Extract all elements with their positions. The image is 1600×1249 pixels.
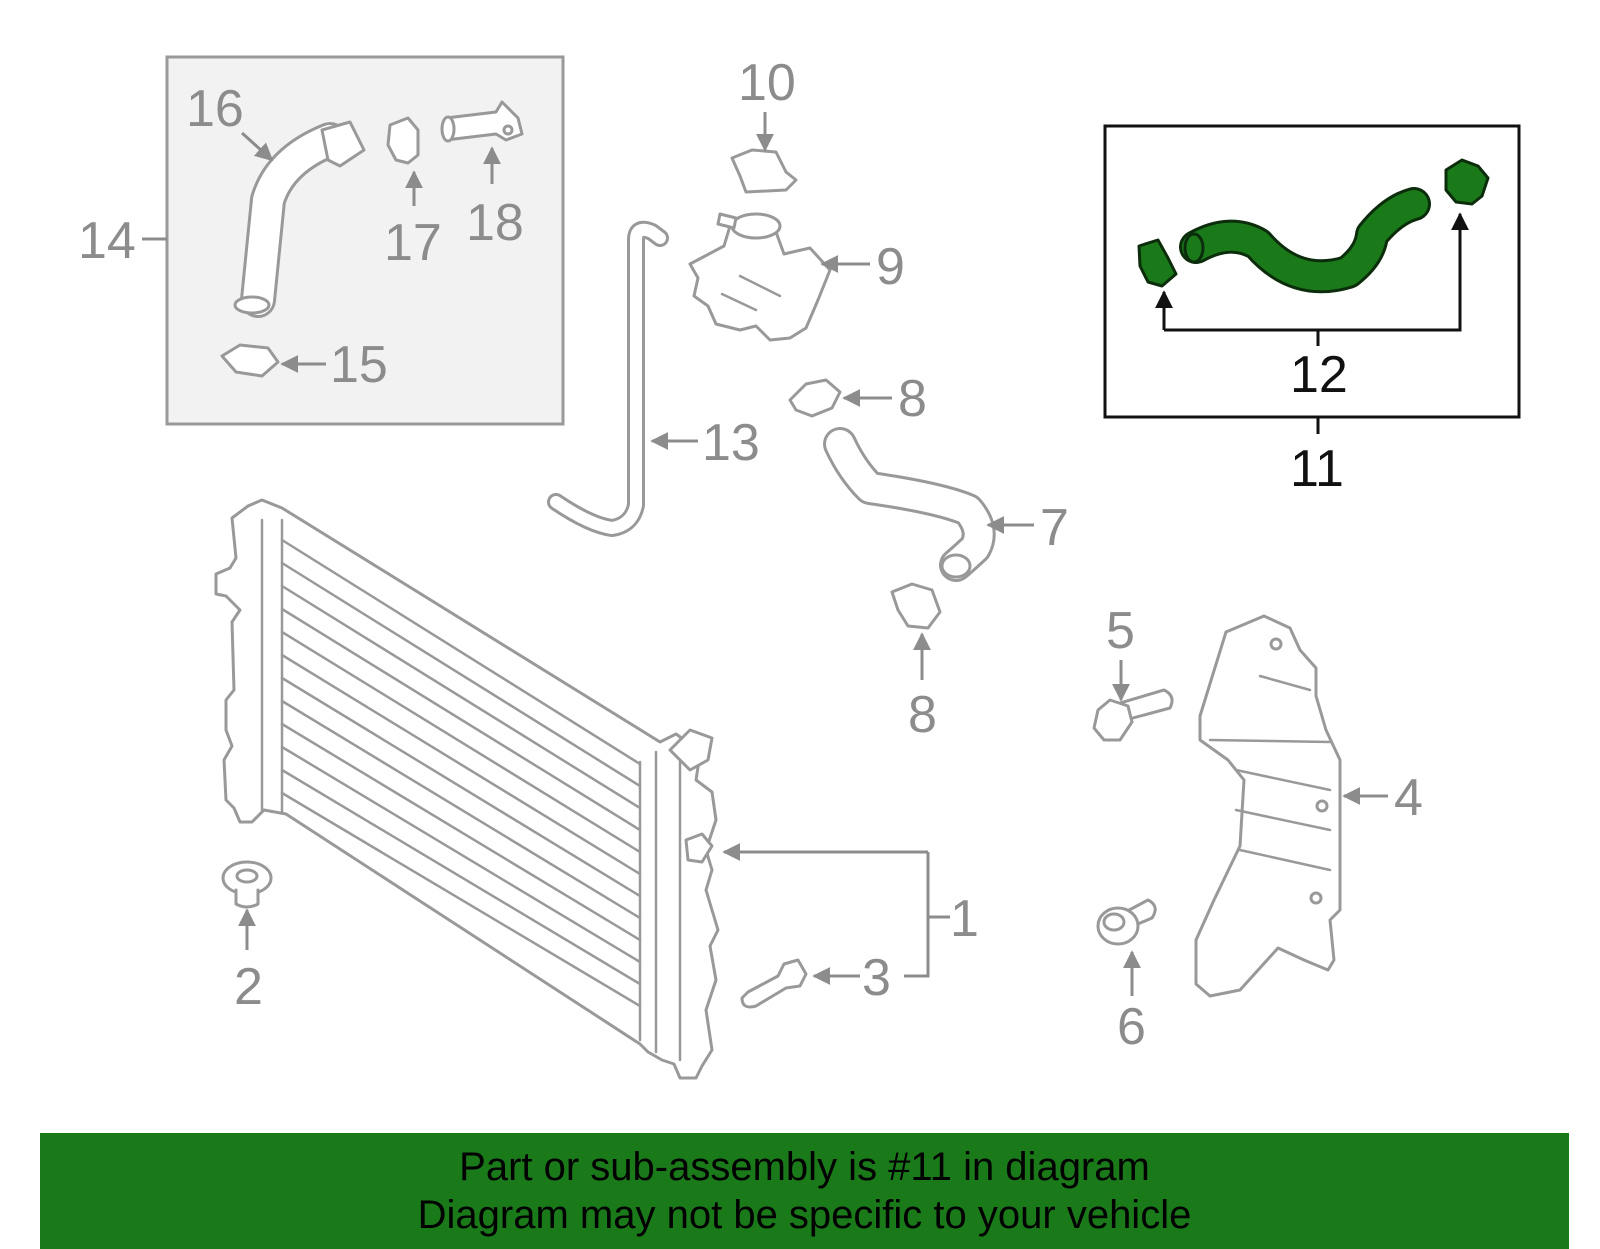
part-8-clamp-upper (788, 378, 842, 418)
callout-4: 4 (1394, 769, 1423, 827)
part-17-clamp (386, 116, 420, 165)
part-5-bolt (1092, 688, 1174, 742)
callout-8-upper: 8 (898, 370, 927, 428)
part-12-clamp-right (1444, 158, 1490, 206)
part-9-housing (688, 212, 832, 342)
part-13-tube (547, 220, 669, 537)
callout-6: 6 (1117, 998, 1146, 1056)
banner-line-1: Part or sub-assembly is #11 in diagram (459, 1145, 1150, 1189)
part-16-hose (233, 120, 366, 318)
part-18-fitting (440, 100, 524, 143)
callout-8-lower: 8 (908, 686, 937, 744)
callout-15: 15 (330, 336, 388, 394)
callout-18: 18 (466, 194, 524, 252)
callout-9: 9 (876, 238, 905, 296)
part-12-hose-highlighted (1179, 187, 1431, 294)
callout-11: 11 (1290, 440, 1344, 498)
callout-14: 14 (78, 212, 136, 270)
part-10-cap (730, 148, 798, 194)
part-8-clamp-lower (890, 582, 942, 630)
callout-13: 13 (702, 414, 760, 472)
callout-17: 17 (384, 214, 442, 272)
part-7-hose (823, 427, 996, 582)
callout-7: 7 (1040, 499, 1069, 557)
callout-2: 2 (234, 958, 263, 1016)
part-12-clamp-left (1137, 238, 1178, 288)
callout-12: 12 (1290, 346, 1348, 404)
notice-banner: Part or sub-assembly is #11 in diagram D… (40, 1133, 1569, 1249)
part-3-drain-plug (740, 958, 808, 1009)
callout-5: 5 (1106, 602, 1135, 660)
callout-10: 10 (738, 54, 796, 112)
callout-1: 1 (950, 890, 979, 948)
part-6-bolt (1096, 898, 1157, 946)
part-4-air-guide (1194, 614, 1342, 998)
banner-line-2: Diagram may not be specific to your vehi… (417, 1193, 1192, 1237)
part-1-radiator (214, 498, 720, 1080)
callout-16: 16 (186, 80, 244, 138)
part-2-plug (221, 860, 273, 909)
part-15-clip (220, 343, 280, 378)
callout-3: 3 (862, 949, 891, 1007)
leader-lines (142, 112, 1469, 996)
